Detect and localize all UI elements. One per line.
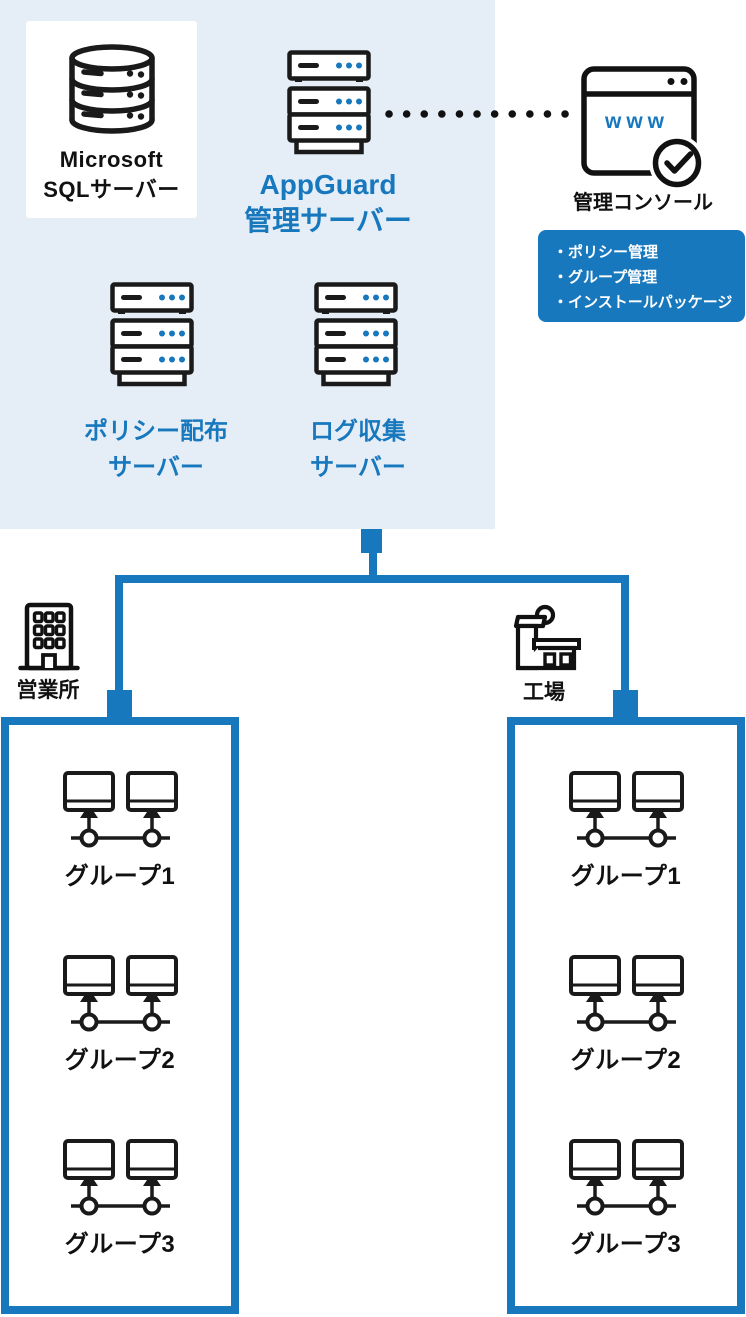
group-label: グループ3 [64, 1231, 176, 1258]
appguard-server-label: AppGuard 管理サーバー [244, 169, 412, 236]
console-features-box: ・ポリシー管理 ・グループ管理 ・インストールパッケージ [538, 230, 745, 322]
workstations-icon [62, 1139, 178, 1216]
group-unit: グループ2 [568, 955, 684, 1077]
group-label: グループ1 [570, 863, 682, 890]
office-building-icon [18, 602, 80, 671]
connector-top-node [361, 529, 382, 553]
connector-right-vertical [621, 583, 629, 692]
workstations-icon [568, 771, 684, 848]
appguard-server-icon [287, 50, 371, 155]
group-label: グループ2 [64, 1047, 176, 1074]
factory-site-label: 工場 [523, 681, 565, 704]
dotted-connection-line [385, 110, 573, 118]
group-unit: グループ3 [568, 1139, 684, 1261]
factory-icon [513, 604, 581, 671]
workstations-icon [568, 955, 684, 1032]
connector-left-node [107, 690, 132, 719]
connector-top-stem [369, 551, 377, 577]
connector-horizontal-bar [115, 575, 629, 583]
console-features-list: ・ポリシー管理 ・グループ管理 ・インストールパッケージ [553, 240, 737, 315]
log-server-icon [314, 282, 398, 390]
browser-window-icon [581, 66, 703, 190]
workstations-icon [62, 955, 178, 1032]
console-label: 管理コンソール [573, 192, 713, 214]
sql-server-card: Microsoft SQLサーバー [26, 21, 197, 218]
office-group-box: グループ1 グループ2 グループ3 [1, 717, 239, 1314]
group-label: グループ3 [570, 1231, 682, 1258]
workstations-icon [568, 1139, 684, 1216]
group-unit: グループ2 [62, 955, 178, 1077]
feature-item: ・インストールパッケージ [553, 294, 733, 311]
office-site-label: 営業所 [16, 679, 80, 702]
policy-server-label: ポリシー配布 サーバー [84, 418, 228, 481]
policy-server-icon [110, 282, 194, 390]
database-icon [68, 44, 155, 134]
connector-left-vertical [115, 583, 123, 692]
group-unit: グループ1 [568, 771, 684, 893]
feature-item: ・ポリシー管理 [553, 244, 659, 261]
workstations-icon [62, 771, 178, 848]
www-text: www [604, 110, 669, 133]
group-label: グループ1 [64, 863, 176, 890]
feature-item: ・グループ管理 [553, 269, 658, 286]
log-server-label: ログ収集 サーバー [310, 418, 406, 481]
group-unit: グループ3 [62, 1139, 178, 1261]
connector-right-node [613, 690, 638, 719]
sql-server-label: Microsoft SQLサーバー [43, 147, 180, 202]
group-label: グループ2 [570, 1047, 682, 1074]
factory-group-box: グループ1 グループ2 グループ3 [507, 717, 745, 1314]
console-icon-wrap: www [581, 66, 703, 190]
check-circle-icon [649, 135, 703, 190]
group-unit: グループ1 [62, 771, 178, 893]
